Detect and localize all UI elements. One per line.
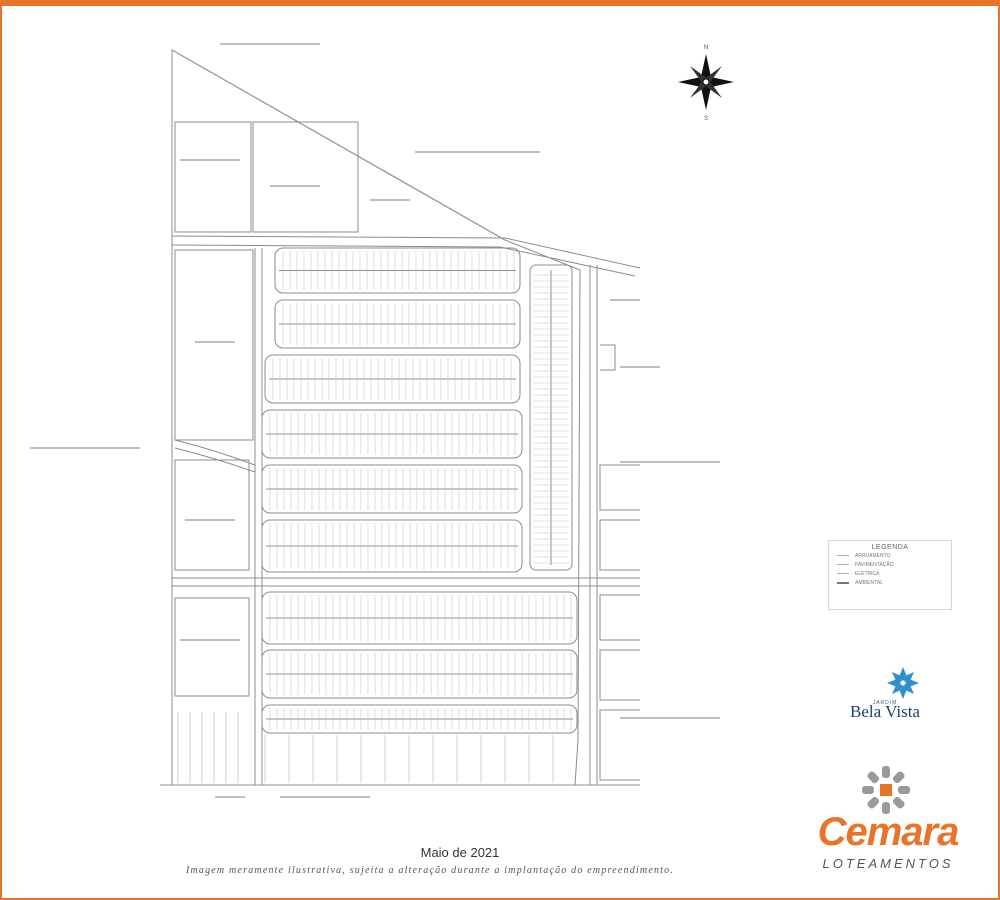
cemara-logo-text: Cemara (817, 810, 960, 854)
legend-label: ELÉTRICA (855, 570, 880, 577)
cemara-subtitle: LOTEAMENTOS (822, 856, 954, 871)
future-block-1 (599, 464, 640, 511)
diagonal-boundary (171, 49, 506, 241)
map-legend: LEGENDA ARRUAMENTO PAVIMENTAÇÃO ELÉTRICA… (828, 540, 952, 610)
lot-block (261, 649, 578, 699)
future-block-4 (599, 649, 640, 701)
legend-item: PAVIMENTAÇÃO (837, 560, 951, 569)
lot-block (261, 464, 523, 514)
legend-label: PAVIMENTAÇÃO (855, 561, 894, 568)
future-block-5 (599, 709, 640, 781)
green-area-3 (174, 597, 250, 697)
green-area-1 (174, 249, 254, 441)
legend-item: AMBIENTAL (837, 578, 951, 587)
legend-line (837, 555, 849, 556)
legend-line (837, 581, 849, 584)
lot-block (261, 704, 578, 734)
future-block-2 (599, 519, 640, 571)
area-parcel-2 (252, 121, 359, 233)
lot-block (274, 247, 521, 294)
lot-block (274, 299, 521, 349)
lot-block (261, 409, 523, 459)
bela-vista-caption: JARDIM (872, 700, 898, 706)
future-block-3 (599, 594, 640, 641)
legend-label: AMBIENTAL (855, 579, 883, 586)
legend-label: ARRUAMENTO (855, 552, 891, 559)
legend-line (837, 573, 849, 574)
compass-rose-icon: N S (678, 45, 734, 122)
bela-vista-flower-icon (887, 667, 919, 699)
legend-item: ELÉTRICA (837, 569, 951, 578)
legend-item: ARRUAMENTO (837, 551, 951, 560)
top-road (171, 235, 641, 269)
lot-block (261, 591, 578, 645)
lot-block (261, 519, 523, 573)
curved-road (174, 439, 256, 466)
cemara-logo-icon (862, 766, 910, 814)
compass-south: S (704, 116, 708, 122)
legend-line (837, 564, 849, 565)
bela-vista-name: Bela Vista (850, 702, 920, 721)
compass-north: N (704, 45, 708, 51)
green-area-2 (174, 459, 250, 571)
lot-block (264, 354, 521, 404)
disclaimer-text: Imagem meramente ilustrativa, sujeita a … (185, 865, 675, 876)
vertical-lot-block (529, 264, 573, 571)
area-parcel-1 (174, 121, 252, 233)
legend-title: LEGENDA (871, 544, 909, 551)
plan-date: Maio de 2021 (420, 845, 500, 860)
